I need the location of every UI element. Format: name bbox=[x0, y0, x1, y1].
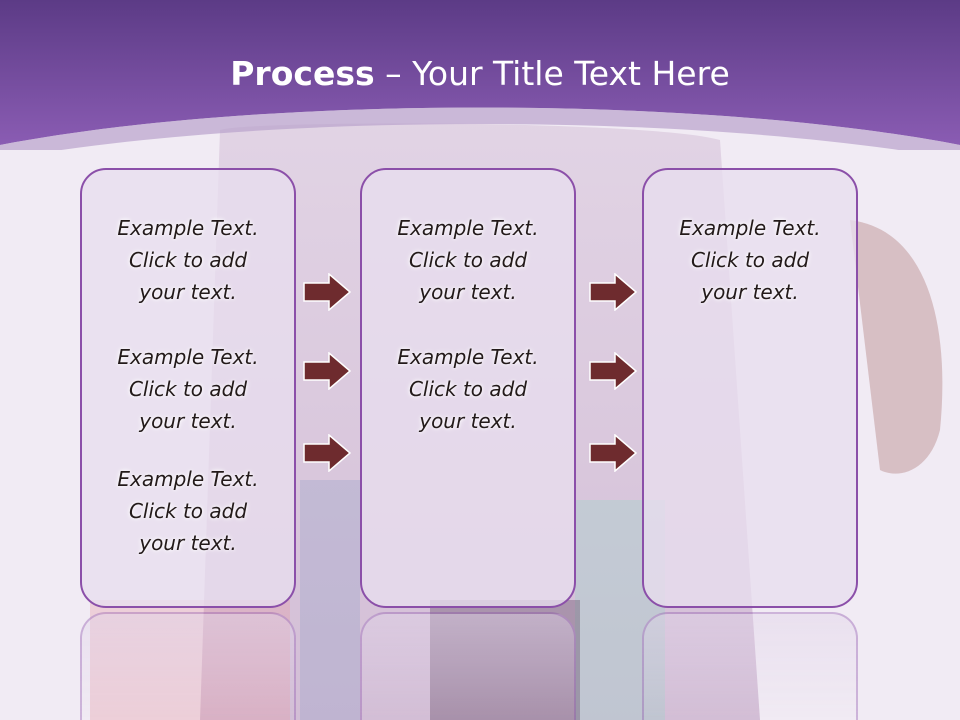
text-line: Click to add bbox=[690, 248, 810, 272]
text-line: your text. bbox=[139, 531, 237, 555]
text-block[interactable]: Example Text. Click to add your text. bbox=[362, 212, 574, 308]
text-line: Click to add bbox=[408, 377, 528, 401]
arrow-right-icon[interactable] bbox=[303, 273, 351, 311]
box-reflection bbox=[642, 612, 858, 720]
text-line: Example Text. bbox=[397, 216, 539, 240]
text-line: your text. bbox=[139, 280, 237, 304]
process-box-3[interactable]: Example Text. Click to add your text. bbox=[642, 168, 858, 608]
text-line: Example Text. bbox=[117, 345, 259, 369]
text-line: your text. bbox=[139, 409, 237, 433]
text-line: your text. bbox=[419, 409, 517, 433]
arrow-right-icon[interactable] bbox=[303, 352, 351, 390]
text-line: Click to add bbox=[128, 377, 248, 401]
text-line: your text. bbox=[701, 280, 799, 304]
arrow-right-icon[interactable] bbox=[589, 352, 637, 390]
text-block[interactable]: Example Text. Click to add your text. bbox=[362, 341, 574, 437]
arrow-right-icon[interactable] bbox=[303, 434, 351, 472]
text-block[interactable]: Example Text. Click to add your text. bbox=[82, 212, 294, 308]
text-line: your text. bbox=[419, 280, 517, 304]
text-line: Example Text. bbox=[117, 467, 259, 491]
text-block[interactable]: Example Text. Click to add your text. bbox=[82, 341, 294, 437]
text-line: Click to add bbox=[128, 248, 248, 272]
text-line: Example Text. bbox=[117, 216, 259, 240]
text-line: Example Text. bbox=[397, 345, 539, 369]
text-line: Example Text. bbox=[679, 216, 821, 240]
arrow-right-icon[interactable] bbox=[589, 434, 637, 472]
box-reflection bbox=[360, 612, 576, 720]
header-banner bbox=[0, 0, 960, 150]
text-line: Click to add bbox=[128, 499, 248, 523]
process-box-1[interactable]: Example Text. Click to add your text. Ex… bbox=[80, 168, 296, 608]
text-block[interactable]: Example Text. Click to add your text. bbox=[82, 463, 294, 559]
arrow-right-icon[interactable] bbox=[589, 273, 637, 311]
title-rest: – Your Title Text Here bbox=[385, 54, 730, 93]
title-bold: Process bbox=[230, 54, 375, 93]
process-box-2[interactable]: Example Text. Click to add your text. Ex… bbox=[360, 168, 576, 608]
text-block[interactable]: Example Text. Click to add your text. bbox=[644, 212, 856, 308]
text-line: Click to add bbox=[408, 248, 528, 272]
slide-title[interactable]: Process – Your Title Text Here bbox=[0, 54, 960, 93]
box-reflection bbox=[80, 612, 296, 720]
